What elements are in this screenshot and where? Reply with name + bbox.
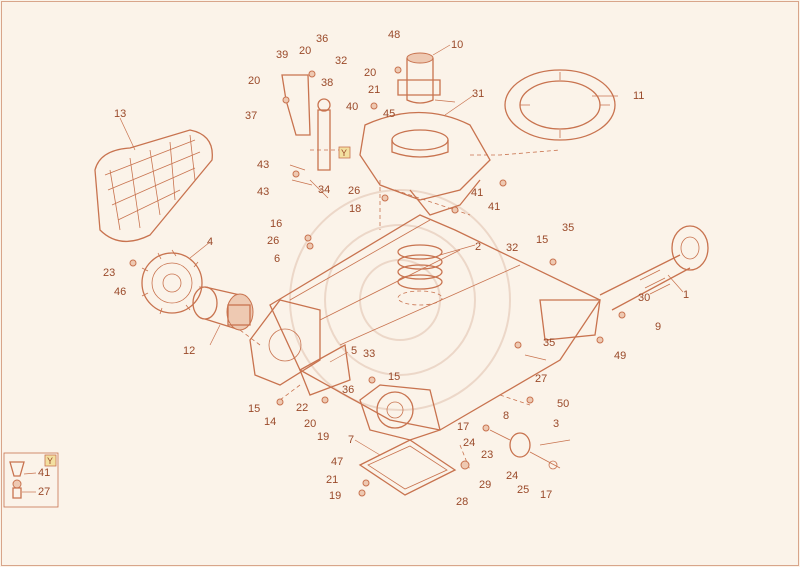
callout-7: 7 xyxy=(348,434,354,446)
callout-12: 12 xyxy=(183,345,195,357)
part-sprocket xyxy=(141,249,205,315)
part-coil-spring xyxy=(397,244,443,306)
callout-43-center: 45 xyxy=(383,108,395,120)
callout-25: 26 xyxy=(348,185,360,197)
callout-18: 18 xyxy=(349,203,361,215)
callout-9: 9 xyxy=(655,321,661,333)
inset-tag: Y xyxy=(47,456,53,466)
callout-35-lower: 36 xyxy=(342,384,354,396)
callout-labels: 1 2 3 4 5 6 7 8 9 10 11 12 13 14 15 15 1… xyxy=(103,29,689,508)
callout-14: 14 xyxy=(264,416,276,428)
callout-39: 40 xyxy=(346,101,358,113)
callout-24-right: 25 xyxy=(517,484,529,496)
callout-36-top: 36 xyxy=(316,33,328,45)
inset-detail: Y 41 27 xyxy=(3,452,59,508)
callout-29: 30 xyxy=(638,292,650,304)
callout-24-left: 24 xyxy=(463,437,475,449)
callout-42: 43 xyxy=(257,159,269,171)
fasteners xyxy=(129,66,626,497)
callout-2: 2 xyxy=(475,241,481,253)
callout-41: 41 xyxy=(488,201,500,213)
callout-35-top: 35 xyxy=(562,222,574,234)
callout-48: 49 xyxy=(614,350,626,362)
callout-16: 16 xyxy=(270,218,282,230)
callout-34: 35 xyxy=(543,337,555,349)
callout-36-left: 37 xyxy=(245,110,257,122)
part-dozer-cylinder xyxy=(281,74,331,186)
callout-22: 23 xyxy=(103,267,115,279)
callout-1: 1 xyxy=(683,289,689,301)
callout-33: 34 xyxy=(318,184,330,196)
part-grease-cylinder xyxy=(489,429,561,470)
callout-30: 31 xyxy=(472,88,484,100)
view-tag-y: Y xyxy=(338,146,351,159)
callout-26-left: 26 xyxy=(267,235,279,247)
callout-46: 47 xyxy=(331,456,343,468)
callout-23-right: 24 xyxy=(506,470,518,482)
callout-28: 29 xyxy=(479,479,491,491)
callout-49: 50 xyxy=(557,398,569,410)
callout-20-bottom: 21 xyxy=(326,474,338,486)
callout-32-right: 32 xyxy=(506,242,518,254)
callout-6: 6 xyxy=(274,253,280,265)
leader-lines xyxy=(119,44,684,456)
part-lower-frame xyxy=(249,214,601,441)
callout-45: 46 xyxy=(114,286,126,298)
inset-label-41: 41 xyxy=(38,467,50,479)
callout-15-top: 15 xyxy=(536,234,548,246)
callout-17-left: 17 xyxy=(457,421,469,433)
callout-47: 48 xyxy=(388,29,400,41)
callout-4: 4 xyxy=(207,236,213,248)
callout-20-lower: 20 xyxy=(304,418,316,430)
part-slewing-ring xyxy=(504,69,616,141)
view-tag-letter: Y xyxy=(341,148,347,158)
part-swivel-joint xyxy=(397,52,441,104)
callout-32-left: 33 xyxy=(363,348,375,360)
callout-26-right: 27 xyxy=(535,373,547,385)
part-travel-motor xyxy=(192,286,254,331)
callout-10: 10 xyxy=(451,39,463,51)
callout-19-bottom: 19 xyxy=(329,490,341,502)
callout-20-left: 20 xyxy=(248,75,260,87)
callout-5: 5 xyxy=(351,345,357,357)
callout-19-mid: 19 xyxy=(317,431,329,443)
callout-43-left: 43 xyxy=(257,186,269,198)
callout-40: 41 xyxy=(471,187,483,199)
callout-8: 8 xyxy=(503,410,509,422)
callout-38: 39 xyxy=(276,49,288,61)
part-cover-plate xyxy=(358,439,457,496)
callout-37: 38 xyxy=(321,77,333,89)
callout-15-left: 15 xyxy=(248,403,260,415)
part-side-plate xyxy=(299,343,351,396)
callout-13: 13 xyxy=(114,108,126,120)
part-turntable-frame xyxy=(359,111,491,216)
part-track-chain xyxy=(94,129,213,242)
callout-20-top: 20 xyxy=(299,45,311,57)
callout-27: 28 xyxy=(456,496,468,508)
callout-11: 11 xyxy=(633,90,644,102)
part-idler-cylinder xyxy=(599,225,709,311)
callout-21-lower: 22 xyxy=(296,402,308,414)
callout-15-mid: 15 xyxy=(388,371,400,383)
callout-20-center: 20 xyxy=(364,67,376,79)
callout-3: 3 xyxy=(553,418,559,430)
inset-label-27: 27 xyxy=(38,486,50,498)
callout-21-top: 21 xyxy=(368,84,380,96)
callout-17-right: 17 xyxy=(540,489,552,501)
callout-31: 32 xyxy=(335,55,347,67)
callout-23-left: 23 xyxy=(481,449,493,461)
